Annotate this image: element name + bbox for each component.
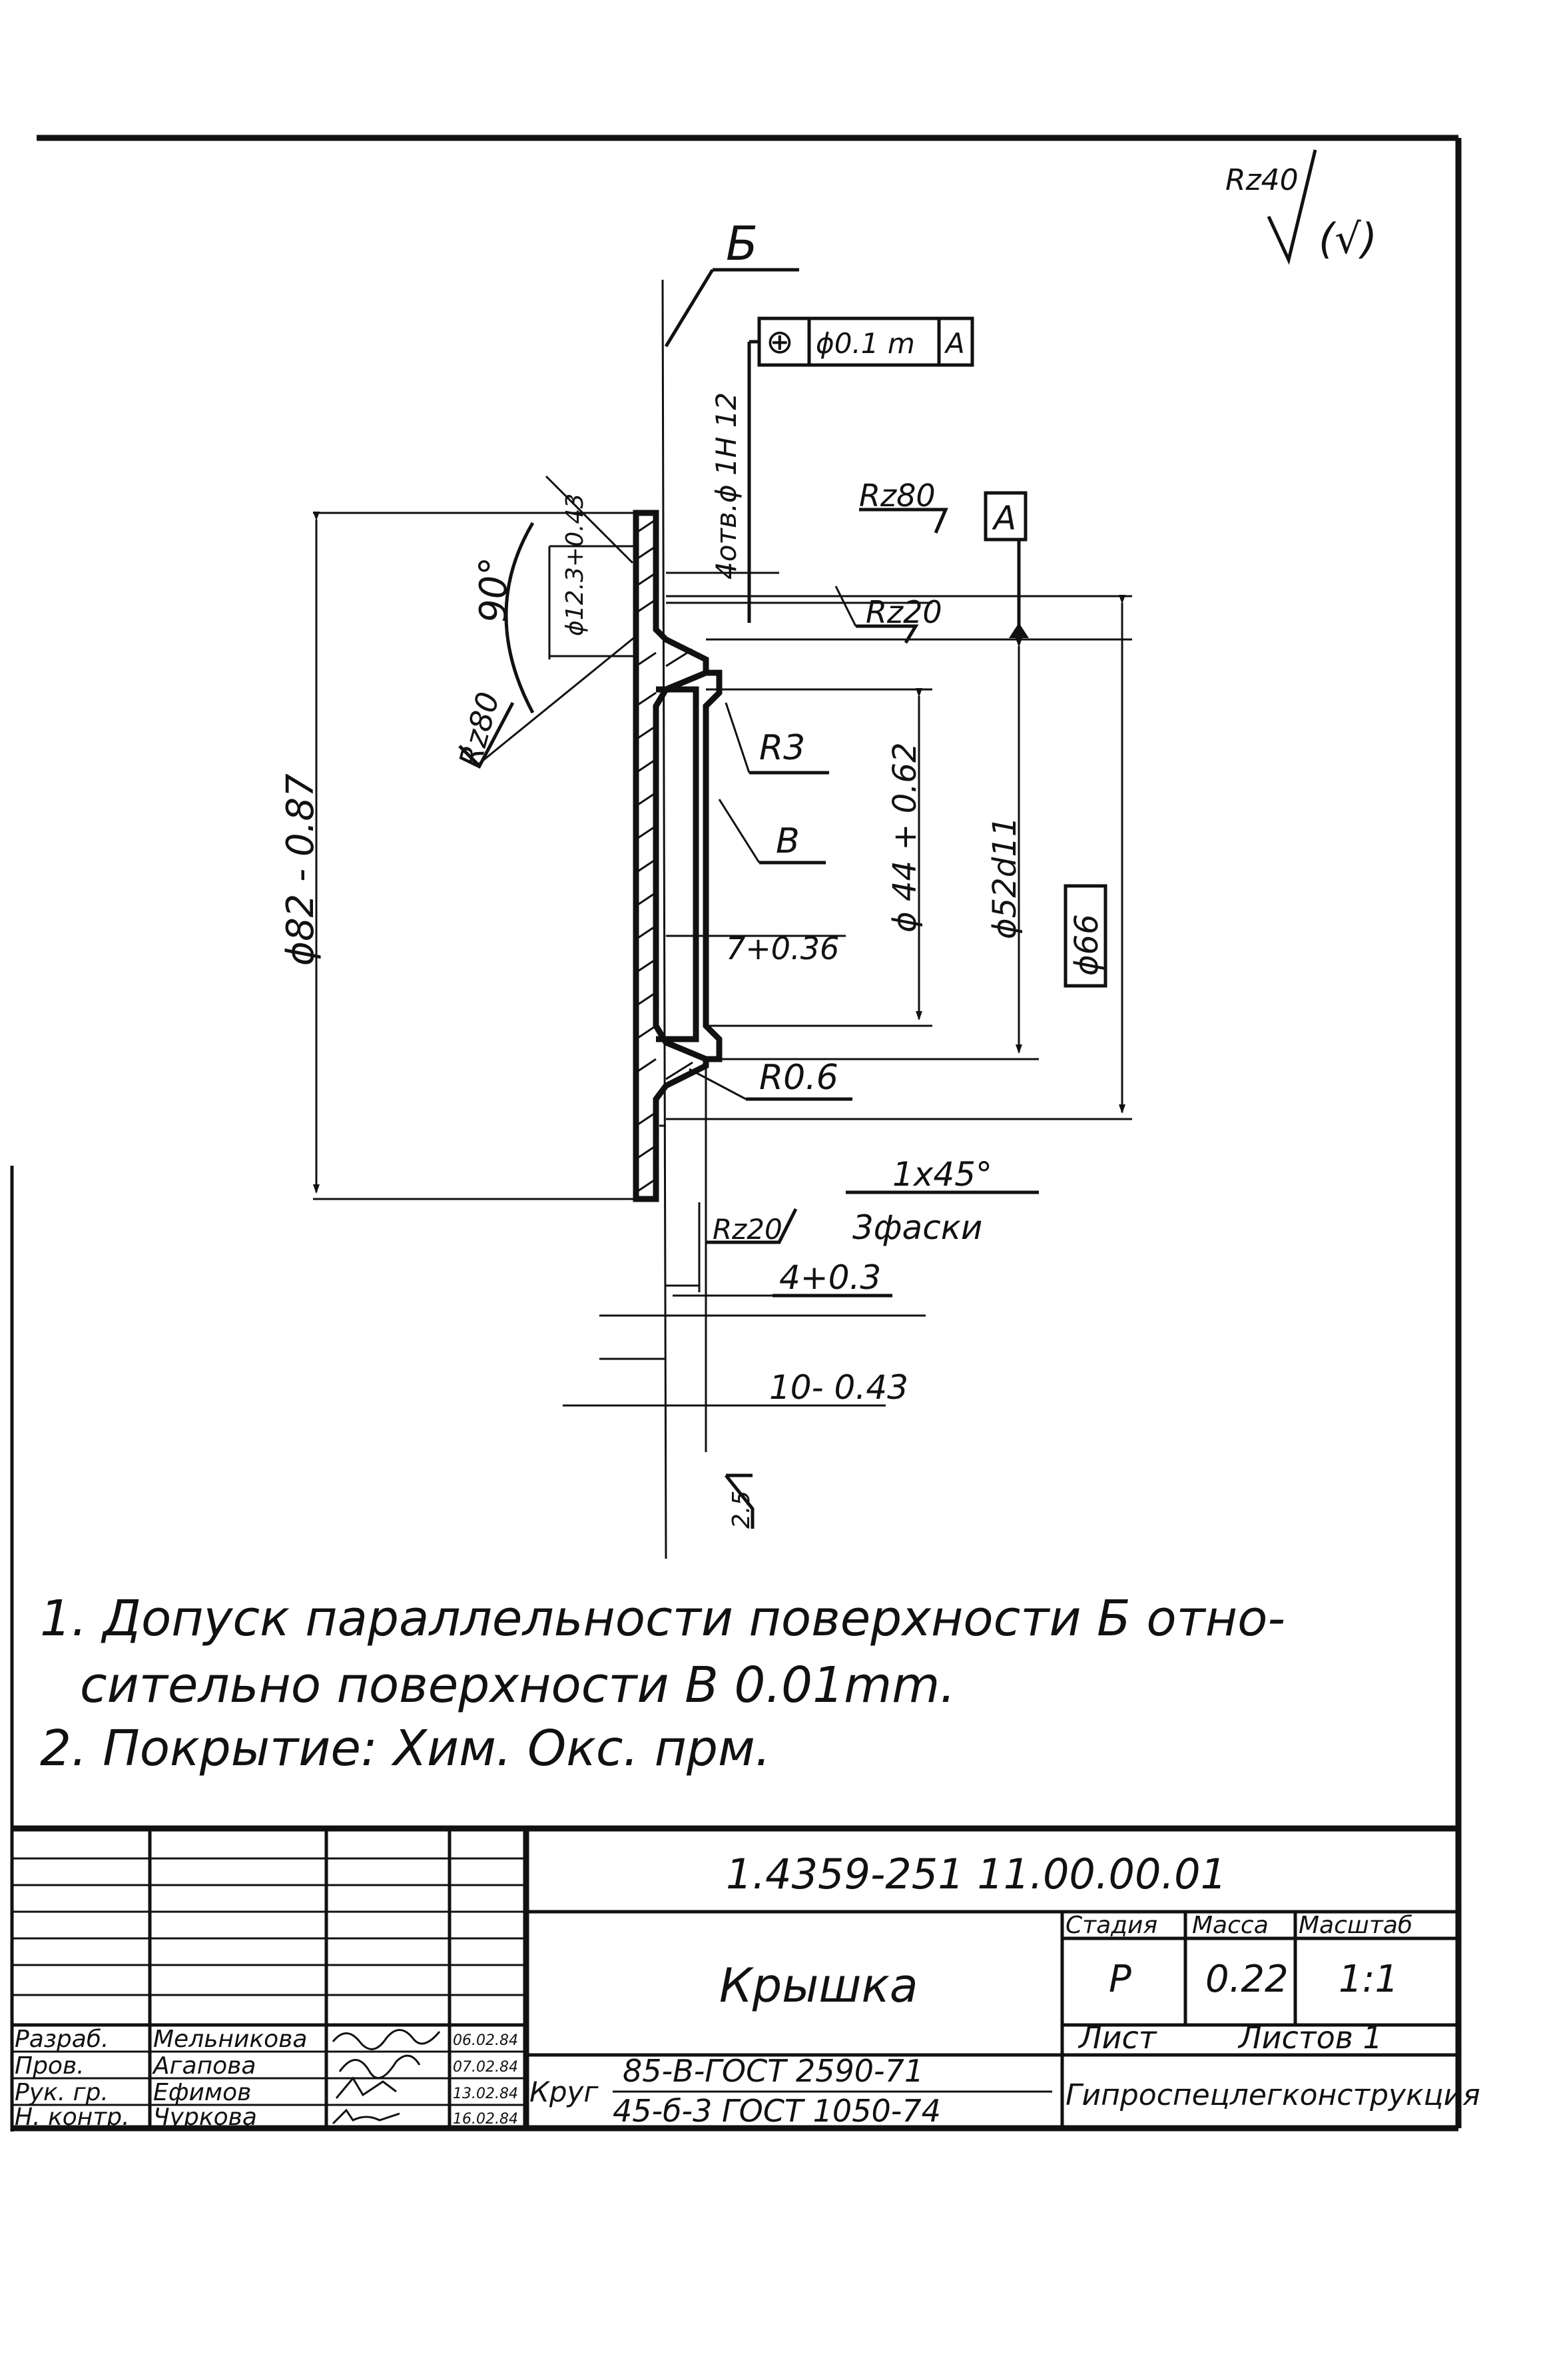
position-symbol: ⊕ (766, 322, 794, 361)
title-material-line-2: 45-б-3 ГОСТ 1050-74 (613, 2093, 941, 2129)
sig-date-3: 13.02.84 (453, 2086, 518, 2102)
dim-outer-diameter: ϕ82 - 0.87 (279, 512, 636, 1200)
dim-outer-diameter-text: ϕ82 - 0.87 (279, 773, 322, 966)
dim-thickness-10-text: 10- 0.43 (769, 1368, 908, 1407)
dim-thickness-4: 4+0.3 (599, 1258, 926, 1317)
title-mass-header: Масса (1192, 1912, 1269, 1939)
sig-role-2: Пров. (15, 2052, 85, 2080)
surface-b-label: Б (726, 216, 758, 271)
title-organization: Гипроспецлегконструкция (1066, 2078, 1480, 2112)
roughness-check-symbol (1267, 149, 1317, 265)
title-part-name: Крышка (719, 1958, 918, 2013)
technical-notes: 1. Допуск параллельности поверхности Б о… (40, 1590, 1285, 1777)
roughness-paren-text: (√) (1319, 214, 1377, 263)
rough-rz80-top: Rz80 (859, 478, 936, 514)
small-hole-diameter: ϕ12.3+0.43 (561, 494, 589, 636)
surface-v-label: В (776, 821, 800, 861)
sig-date-1: 06.02.84 (453, 2032, 518, 2049)
note-line-3: 2. Покрытие: Хим. Окс. прм. (40, 1720, 770, 1777)
position-tolerance-value: ϕ0.1 m (816, 327, 915, 360)
title-sheet-label: Лист (1078, 2020, 1157, 2056)
sig-name-4: Чуркова (153, 2104, 257, 2131)
position-tolerance-frame: ⊕ ϕ0.1 m A (747, 316, 974, 623)
position-datum: A (944, 327, 965, 360)
title-stage-header: Стадия (1066, 1912, 1157, 1939)
sig-date-2: 07.02.84 (453, 2059, 518, 2076)
title-material-prefix: Круг (529, 2076, 599, 2108)
title-scale-value: 1:1 (1339, 1958, 1398, 2001)
title-material-line-1: 85-В-ГОСТ 2590-71 (623, 2053, 924, 2089)
dim-thickness-10: 10- 0.43 (563, 1066, 908, 1452)
dim-depth-text: 7+0.36 (726, 931, 839, 967)
angle-90-label: 90° (472, 557, 515, 623)
internal-callouts: R3 В R0.6 (689, 702, 852, 1101)
dim-inner-diameters: ϕ 44 + 0.62 ϕ52d11 ϕ66 (666, 595, 1132, 1120)
general-roughness-mark: Rz40 (√) (1225, 149, 1377, 265)
datum-a-label: A (992, 499, 1016, 538)
rough-rz20-top: Rz20 (866, 594, 942, 630)
drawing-frame (10, 135, 1462, 2132)
roughness-general-text: Rz40 (1225, 163, 1299, 197)
sig-role-4: Н. контр. (15, 2104, 130, 2131)
title-stage-value: P (1109, 1958, 1131, 2001)
sig-name-1: Мельникова (153, 2026, 307, 2053)
sig-name-2: Агапова (152, 2052, 256, 2080)
chamfer-count: 3фаски (852, 1208, 982, 1247)
title-mass-value: 0.22 (1205, 1958, 1289, 2001)
holes-callout: 4отв.ϕ 1Н 12 (710, 392, 743, 580)
sig-role-3: Рук. гр. (15, 2079, 109, 2106)
note-line-1: 1. Допуск параллельности поверхности Б о… (40, 1590, 1285, 1647)
dim-dia-66-text: ϕ66 (1068, 914, 1105, 976)
dim-dia-52-text: ϕ52d11 (986, 817, 1024, 939)
signature-scribbles (332, 2029, 441, 2125)
chamfer-size: 1x45° (892, 1155, 992, 1194)
dim-dia-44-text: ϕ 44 + 0.62 (886, 742, 924, 933)
dim-thickness-4-text: 4+0.3 (779, 1258, 881, 1297)
angle-and-hole: 90° ϕ12.3+0.43 Rz80 (452, 475, 637, 771)
sig-role-1: Разраб. (15, 2026, 109, 2053)
title-scale-header: Масштаб (1299, 1912, 1412, 1939)
rough-rz20-bottom: Rz20 (713, 1213, 782, 1246)
title-sheets-label: Листов 1 (1237, 2020, 1383, 2056)
rough-25-text: 2.5 (728, 1491, 755, 1529)
dim-depth: 7+0.36 (666, 846, 846, 967)
sig-date-4: 16.02.84 (453, 2111, 518, 2128)
note-line-2: сительно поверхности В 0.01mm. (80, 1657, 956, 1714)
radius-r06-label: R0.6 (759, 1058, 838, 1098)
surface-b-callout: Б (664, 216, 799, 348)
sig-name-3: Ефимов (153, 2079, 251, 2106)
datum-a: A (984, 491, 1029, 639)
roughness-2-5: 2.5 (725, 1473, 755, 1529)
part-cross-section (633, 279, 723, 1559)
radius-r3-label: R3 (759, 728, 805, 768)
chamfer-callout: 1x45° 3фаски (846, 1155, 1039, 1247)
roughness-bottom-callout: Rz20 (698, 1202, 798, 1292)
title-designation: 1.4359-251 11.00.00.01 (726, 1850, 1227, 1898)
title-block: 1.4359-251 11.00.00.01 Крышка Стадия Мас… (12, 1825, 1480, 2132)
